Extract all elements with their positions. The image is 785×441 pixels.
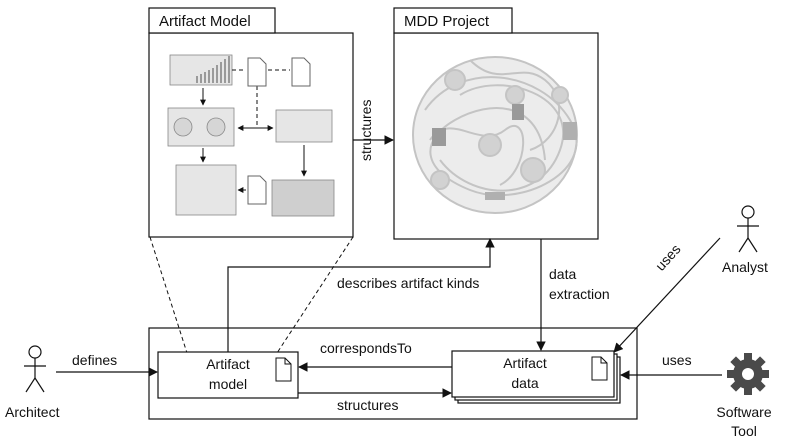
artifact-model-tab-label: Artifact Model bbox=[159, 13, 251, 30]
document-icon bbox=[275, 357, 292, 382]
document-icon bbox=[247, 57, 267, 87]
artifact-model-tab bbox=[148, 7, 276, 34]
describes-arrow bbox=[227, 238, 495, 352]
stick-figure-icon bbox=[737, 205, 759, 253]
artifact-data-stack bbox=[451, 350, 621, 404]
extraction-label: extraction bbox=[549, 286, 610, 302]
mdd-project-tab-label: MDD Project bbox=[404, 13, 490, 30]
software-tool-label-line2: Tool bbox=[731, 423, 757, 439]
analyst-label: Analyst bbox=[722, 259, 768, 275]
artifact-data-box-line1: Artifact bbox=[503, 355, 547, 371]
uses-label-tool: uses bbox=[662, 352, 692, 368]
mdd-project-tab bbox=[393, 7, 513, 34]
artifact-model-panel bbox=[148, 7, 354, 238]
document-icon bbox=[291, 57, 311, 87]
gear-icon bbox=[727, 353, 769, 395]
uses-arrow-analyst bbox=[613, 237, 721, 353]
artifact-data-box bbox=[451, 350, 615, 398]
data-label: data bbox=[549, 266, 577, 282]
artifact-model-box bbox=[157, 351, 299, 399]
defines-label: defines bbox=[72, 352, 118, 368]
software-tool-label-line1: Software bbox=[716, 404, 772, 420]
describes-artifact-kinds-label: describes artifact kinds bbox=[337, 275, 480, 291]
architect-label: Architect bbox=[5, 404, 60, 420]
document-icon bbox=[247, 175, 267, 205]
zoom-dashed-line-left bbox=[149, 236, 188, 354]
mdd-project-panel bbox=[393, 7, 599, 240]
stick-figure-icon bbox=[24, 345, 46, 393]
artifact-model-box-line2: model bbox=[208, 376, 248, 392]
artifact-data-box-line2: data bbox=[511, 375, 539, 391]
tangled-artifacts-illustration bbox=[412, 56, 578, 214]
zoom-dashed-line-right bbox=[276, 236, 354, 354]
document-icon bbox=[591, 356, 608, 381]
corresponds-to-label: correspondsTo bbox=[320, 340, 412, 356]
artifact-model-box-line1: Artifact bbox=[206, 356, 250, 372]
thumbnail-bars bbox=[196, 56, 230, 83]
structures-label-bottom: structures bbox=[337, 397, 399, 413]
structures-label-top: structures bbox=[358, 99, 374, 161]
